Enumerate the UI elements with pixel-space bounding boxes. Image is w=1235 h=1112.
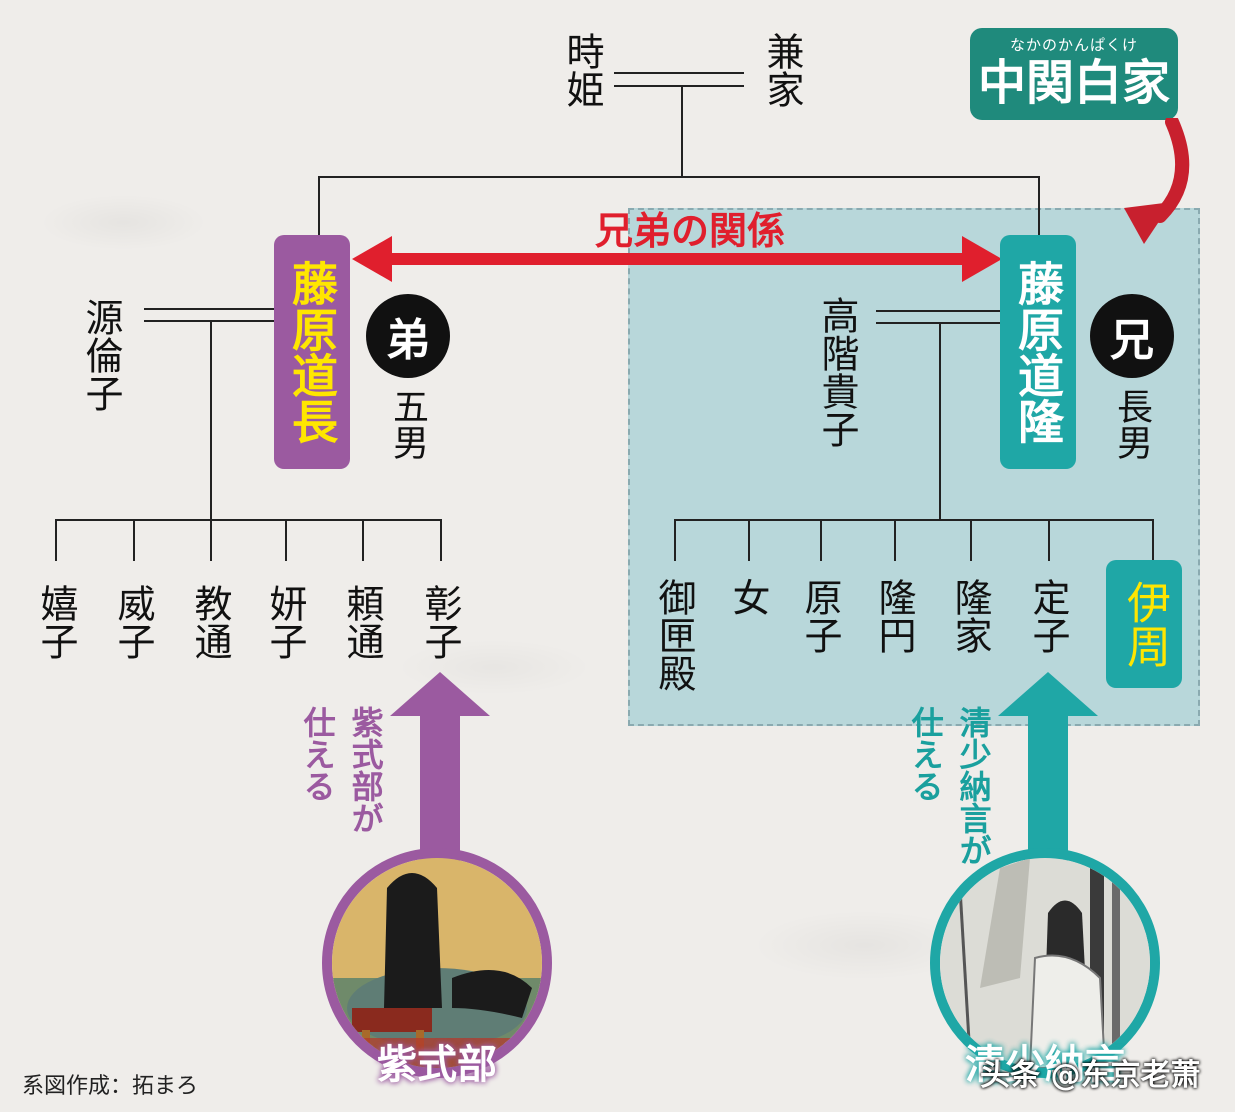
michinaga-marriage-line-top (144, 308, 274, 310)
michitaka-marriage-line-top (876, 310, 1000, 312)
marriage-line-top (614, 72, 744, 74)
child-tick (820, 519, 822, 561)
michitaka-descent-line (939, 322, 941, 520)
child-name: 隆家 (948, 578, 992, 654)
child-tick (894, 519, 896, 561)
seishonagon-portrait (930, 848, 1160, 1078)
relationship-label: 兄弟の関係 (594, 209, 785, 253)
child-tick (1048, 519, 1050, 561)
michitaka-wife: 高階貴子 (815, 296, 859, 448)
sibling-line (318, 176, 1040, 178)
descent-line-michitaka (1038, 176, 1040, 236)
murasaki-portrait-image (332, 858, 542, 1068)
michitaka-marriage-line-bottom (876, 322, 1000, 324)
child-tick (748, 519, 750, 561)
child-tick (133, 519, 135, 561)
child-name: 隆円 (872, 578, 916, 654)
child-tick (440, 519, 442, 561)
descent-line-parents (681, 86, 683, 178)
michinaga-wife: 源倫子 (79, 298, 123, 412)
child-name-korechika: 伊周 (1119, 580, 1170, 668)
mother-name: 時姫 (560, 32, 604, 108)
seishonagon-serve-line2: 仕える (906, 706, 945, 802)
clan-furigana: なかのかんぱくけ (1009, 36, 1138, 54)
michinaga-box: 藤原道長 (274, 235, 350, 469)
seishonagon-arrow (998, 672, 1098, 872)
child-tick (210, 519, 212, 561)
michinaga-rank: 五男 (387, 388, 428, 460)
child-tick (1152, 519, 1154, 561)
child-name: 妍子 (263, 584, 307, 660)
child-tick (285, 519, 287, 561)
nakanokanpaku-region (628, 208, 1200, 726)
murasaki-serve-line2: 仕える (298, 706, 337, 802)
michinaga-descent-line (210, 320, 212, 520)
marriage-line-bottom (614, 85, 744, 87)
clan-label: なかのかんぱくけ 中関白家 (970, 28, 1178, 120)
clan-name: 中関白家 (977, 55, 1170, 111)
murasaki-arrow (390, 672, 490, 872)
child-tick (55, 519, 57, 561)
michitaka-children-line (674, 519, 1154, 521)
michitaka-name: 藤原道隆 (1011, 260, 1065, 444)
child-tick (674, 519, 676, 561)
child-name: 原子 (798, 578, 842, 654)
seishonagon-label: 清少納言 (965, 1042, 1125, 1088)
child-name: 威子 (111, 584, 155, 660)
michinaga-marriage-line-bottom (144, 320, 274, 322)
michinaga-name: 藤原道長 (285, 260, 339, 444)
child-name: 頼通 (340, 584, 384, 660)
child-name: 嬉子 (34, 584, 78, 660)
child-name-shoshi: 彰子 (418, 584, 462, 660)
seishonagon-serve-line1: 清少納言が (954, 706, 993, 866)
murasaki-serve-line1: 紫式部が (346, 706, 385, 834)
korechika-box: 伊周 (1106, 560, 1182, 688)
michinaga-children-line (55, 519, 442, 521)
child-name: 御匣殿 (652, 578, 696, 692)
watermark: 头条 @东京老萧 (980, 1058, 1201, 1093)
younger-brother-badge: 弟 (366, 294, 450, 378)
child-name: 教通 (188, 584, 232, 660)
clan-pointer-arrow (1124, 118, 1190, 244)
child-tick (970, 519, 972, 561)
child-name: 女 (726, 578, 770, 616)
elder-brother-badge: 兄 (1090, 294, 1174, 378)
child-tick (362, 519, 364, 561)
descent-line-michinaga (318, 176, 320, 236)
father-name: 兼家 (760, 32, 804, 108)
michitaka-box: 藤原道隆 (1000, 235, 1076, 469)
diagram-credit: 系図作成：拓まろ (22, 1074, 199, 1099)
child-name-teishi: 定子 (1026, 578, 1070, 654)
seishonagon-portrait-image (940, 858, 1150, 1068)
murasaki-portrait (322, 848, 552, 1078)
murasaki-label: 紫式部 (377, 1042, 497, 1088)
relationship-arrow (352, 236, 1002, 282)
michitaka-rank: 長男 (1111, 388, 1152, 460)
